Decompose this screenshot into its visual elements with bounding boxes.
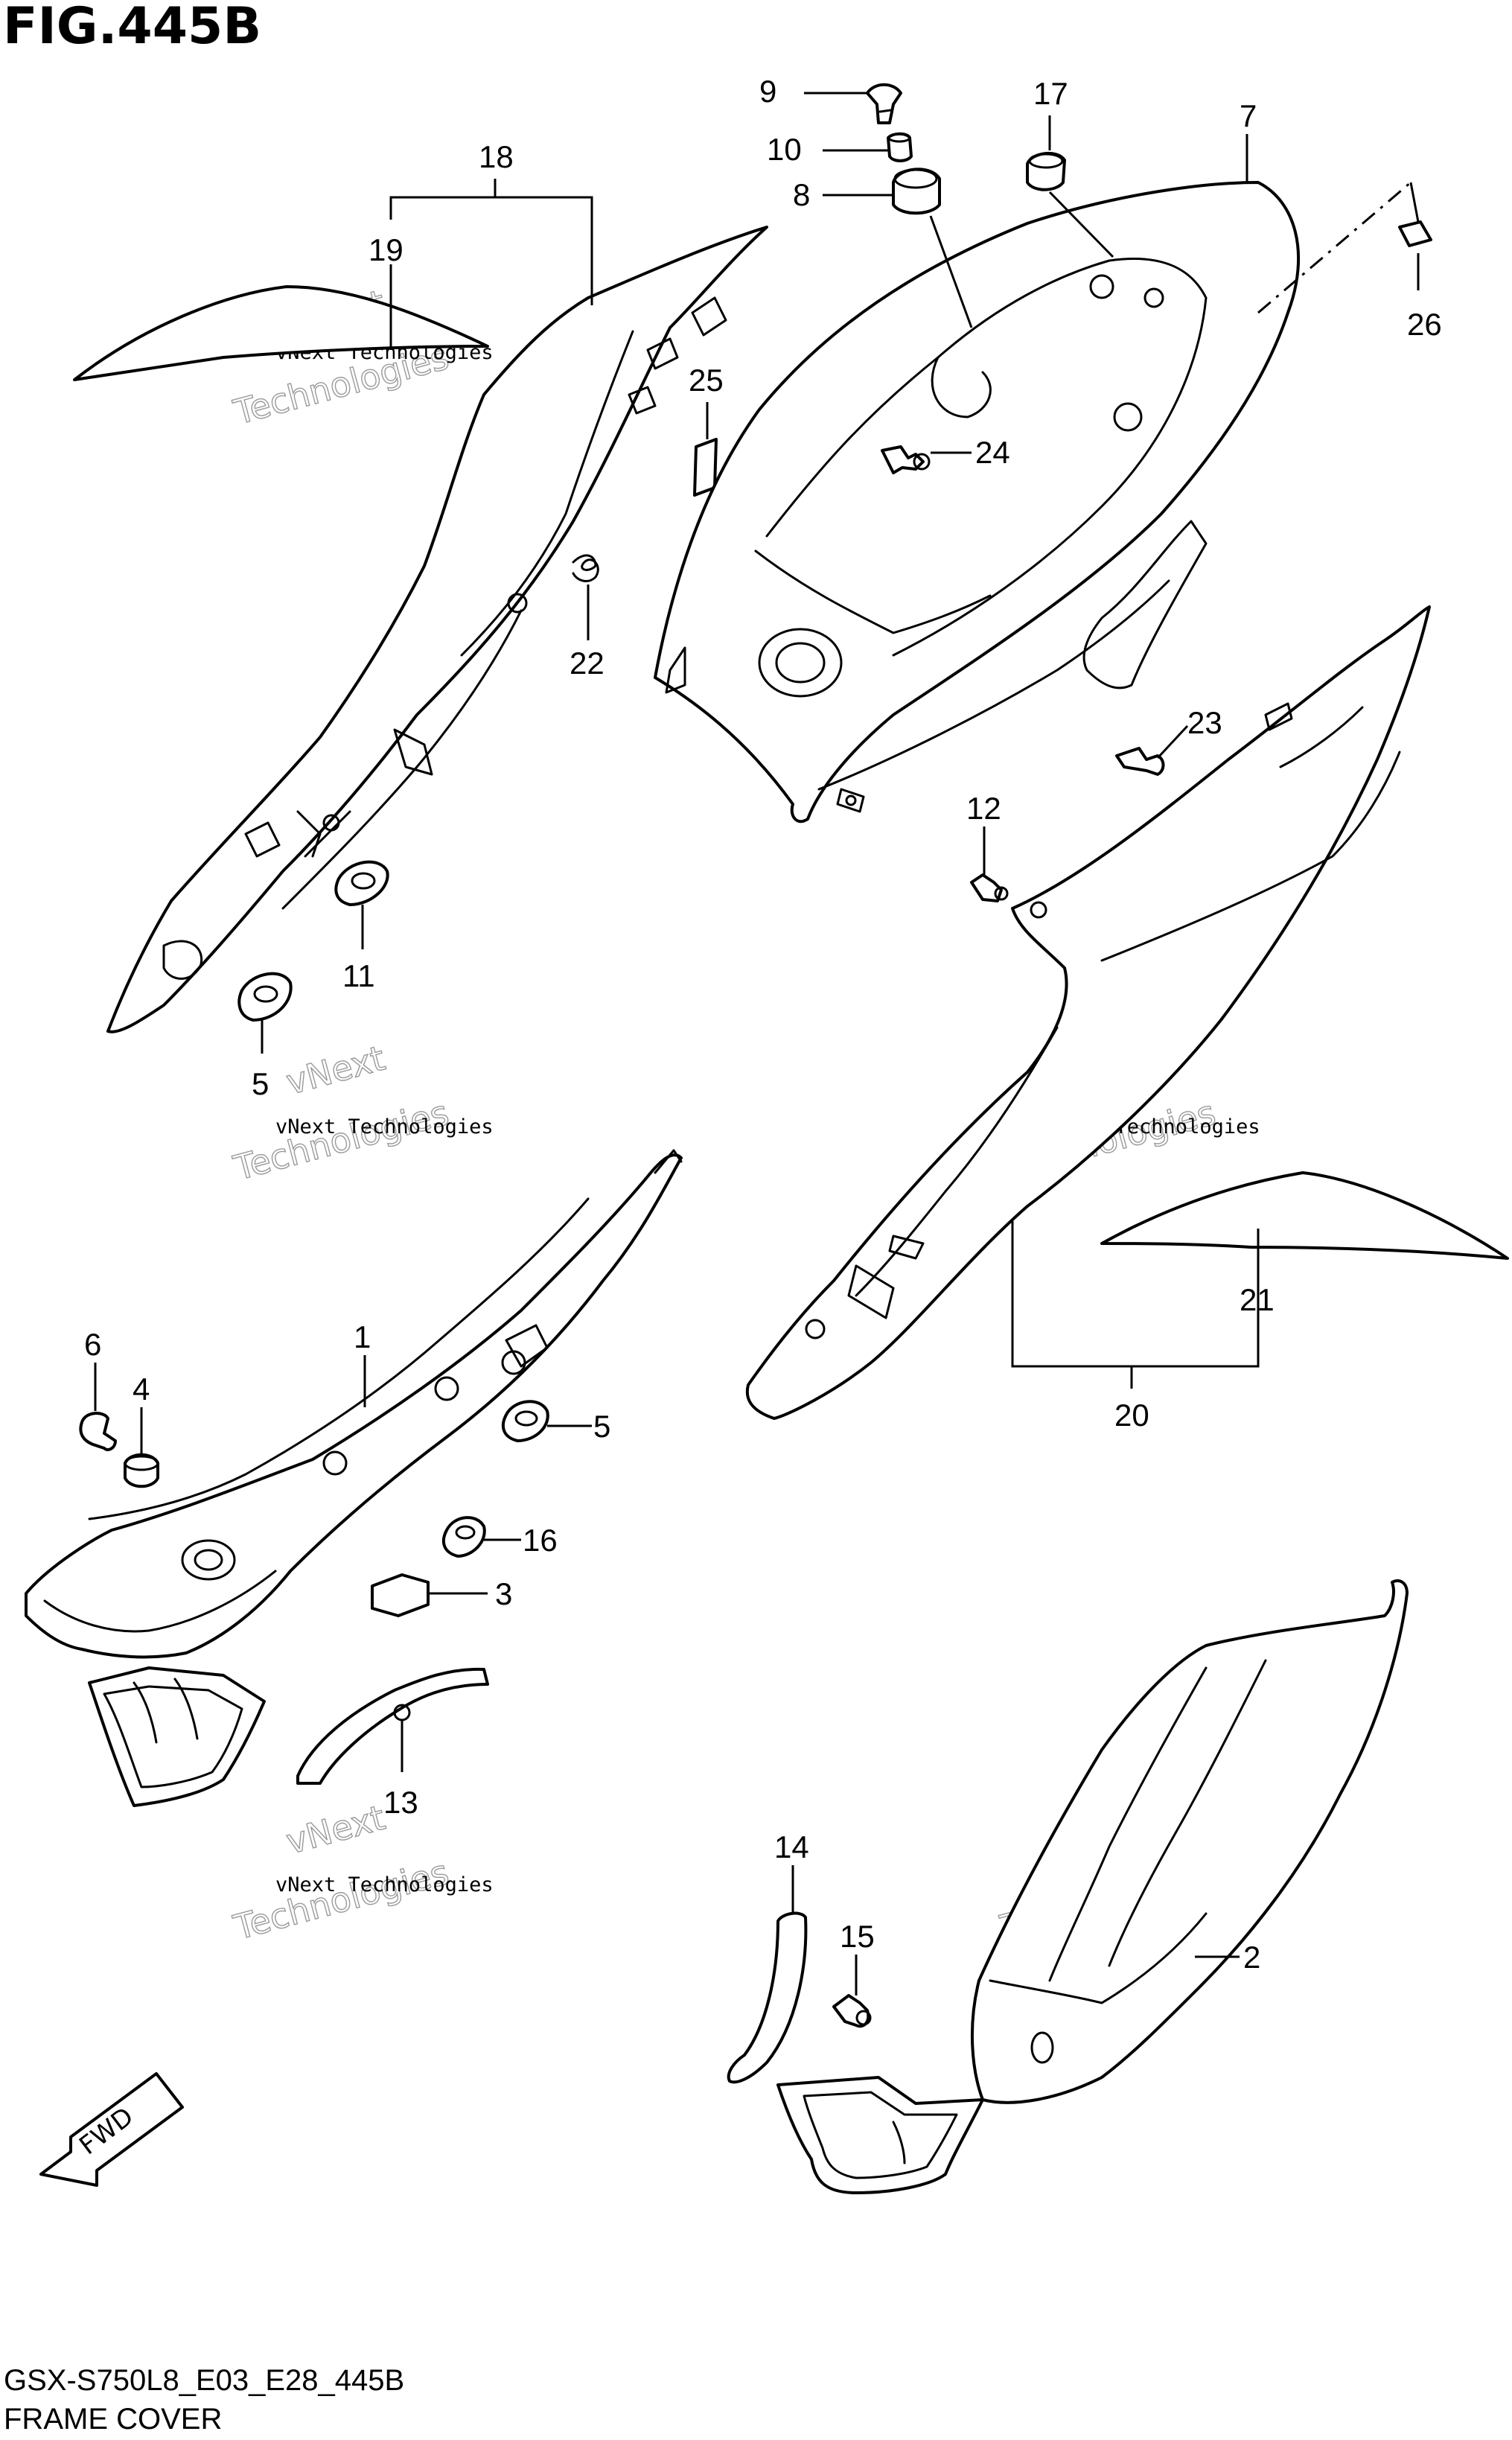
callout-4: 4 (133, 1372, 150, 1407)
part-14-stay (727, 1911, 808, 2084)
part-5-grommet-lower (501, 1400, 549, 1442)
part-21-stripe-decal (1100, 1171, 1509, 1260)
part-13-bracket (296, 1667, 489, 1785)
callout-14: 14 (774, 1829, 809, 1864)
callout-10: 10 (767, 132, 802, 167)
watermark-text: vNext (282, 1038, 389, 1103)
callout-9: 9 (759, 74, 776, 109)
part-9-screw (866, 83, 902, 124)
callout-5-lower: 5 (593, 1409, 610, 1444)
part-12-rivet (970, 873, 1009, 902)
part-4-collar (124, 1453, 159, 1488)
watermark-text: vNext (282, 1797, 389, 1862)
part-26-block (1398, 220, 1432, 247)
callout-22: 22 (570, 646, 605, 681)
part-3-pad (371, 1573, 430, 1617)
figure-caption: FRAME COVER (4, 2403, 222, 2436)
watermark-text: vNext Technologies (275, 1115, 494, 1138)
part-7-seat-tail-cover (654, 181, 1301, 824)
part-22-clip (572, 554, 599, 582)
callout-25: 25 (689, 363, 724, 398)
part-23-screw (1115, 747, 1165, 776)
callout-1: 1 (354, 1319, 371, 1354)
part-1-frame-cover-left (25, 1149, 683, 1807)
callout-12: 12 (966, 791, 1001, 826)
fwd-arrow-icon: FWD (39, 2072, 184, 2187)
callout-5-upper: 5 (252, 1066, 269, 1101)
callout-2: 2 (1243, 1940, 1260, 1975)
callout-6: 6 (84, 1327, 101, 1362)
callout-3: 3 (495, 1576, 512, 1611)
part-24-rivet (881, 445, 931, 474)
part-17-grommet (1026, 151, 1066, 191)
callout-7: 7 (1240, 98, 1257, 133)
part-11-grommet (334, 860, 389, 906)
part-18-left-frame-cover (106, 226, 768, 1033)
watermark-text: Technologies (229, 1852, 453, 1948)
part-20-right-frame-cover (745, 605, 1431, 1420)
part-16-grommet (441, 1516, 486, 1558)
callout-15: 15 (840, 1919, 875, 1954)
callout-17: 17 (1033, 76, 1068, 111)
callout-24: 24 (975, 435, 1010, 470)
watermark-group-3: vNext Technologies vNext Technologies (229, 1037, 494, 1189)
watermark-text: vNext Technologies (275, 1873, 494, 1896)
callout-23: 23 (1187, 705, 1222, 740)
watermark-group-5: vNext Technologies vNext Technologies (229, 1797, 494, 1949)
part-19-stripe-decal (73, 285, 489, 381)
callout-11: 11 (342, 958, 375, 993)
watermark-text: Technologies (229, 1092, 453, 1188)
part-2-frame-cover-right (776, 1579, 1409, 2194)
figure-title: FIG.445B (3, 0, 261, 56)
part-8-cushion (892, 168, 941, 215)
callout-20: 20 (1114, 1398, 1149, 1433)
callout-16: 16 (523, 1523, 558, 1558)
callout-13: 13 (383, 1785, 418, 1820)
model-code: GSX-S750L8_E03_E28_445B (4, 2364, 404, 2397)
callout-8: 8 (793, 177, 810, 212)
callout-26: 26 (1407, 307, 1442, 342)
part-5-grommet-upper (237, 972, 293, 1022)
part-10-collar (887, 132, 913, 162)
part-15-rivet (832, 1994, 872, 2028)
callout-18: 18 (479, 139, 514, 174)
callout-19: 19 (369, 232, 403, 267)
part-6-bolt (79, 1412, 117, 1451)
callout-21: 21 (1240, 1282, 1275, 1317)
